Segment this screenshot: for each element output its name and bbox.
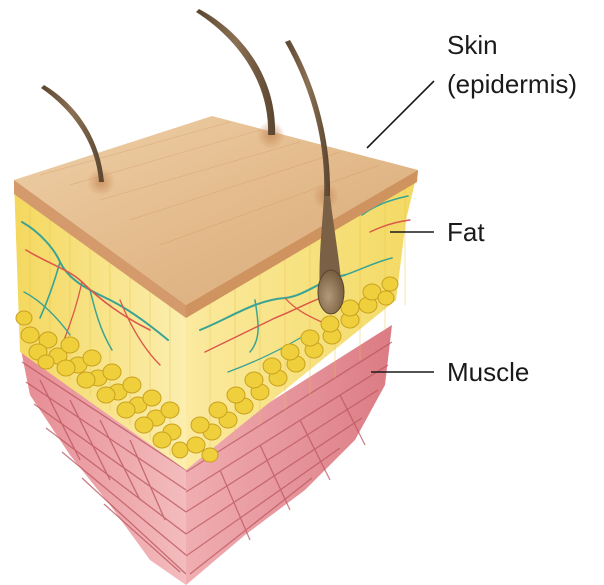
hair-bulb — [318, 270, 344, 314]
label-epidermis: (epidermis) — [447, 69, 577, 99]
leader-skin — [367, 81, 434, 148]
label-skin: Skin — [447, 30, 498, 60]
label-muscle: Muscle — [447, 357, 529, 387]
label-fat: Fat — [447, 217, 485, 247]
hair-middle — [196, 9, 275, 135]
